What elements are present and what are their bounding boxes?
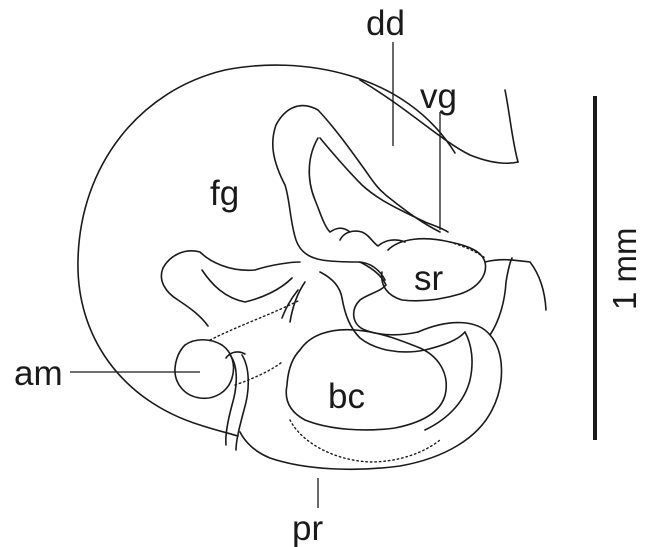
ampulla (175, 340, 234, 399)
dorsal-duct-crest (320, 138, 448, 232)
seminal-receptacle-duct (485, 260, 546, 310)
label-dd: dd (366, 4, 405, 43)
central-duct-twist (354, 262, 418, 335)
label-fg: fg (210, 174, 239, 213)
tissue-edge-right-vertical (505, 90, 518, 162)
dorsal-duct-fold (273, 106, 440, 280)
seminal-receptacle-dotted (450, 242, 485, 258)
prostate-inner (425, 332, 472, 430)
central-duct-twist-2 (320, 272, 465, 352)
dorsal-duct-inner (309, 138, 350, 232)
label-pr: pr (292, 509, 323, 547)
flagellum-inner (202, 270, 292, 302)
central-duct-twist-3 (282, 290, 298, 318)
prostate-right-edge (490, 258, 512, 335)
label-am: am (14, 354, 63, 393)
scale-bar-label: 1 mm (606, 228, 643, 311)
ampulla-dotted-upper (210, 300, 300, 340)
bursa-copulatrix (286, 330, 446, 430)
outer-body-outline (78, 65, 455, 436)
prostate-dotted (290, 420, 440, 462)
label-vg: vg (420, 77, 457, 116)
filament-duct-left (226, 355, 236, 445)
ampulla-dotted-lower (235, 362, 282, 385)
label-sr: sr (414, 259, 444, 298)
label-bc: bc (328, 377, 365, 416)
